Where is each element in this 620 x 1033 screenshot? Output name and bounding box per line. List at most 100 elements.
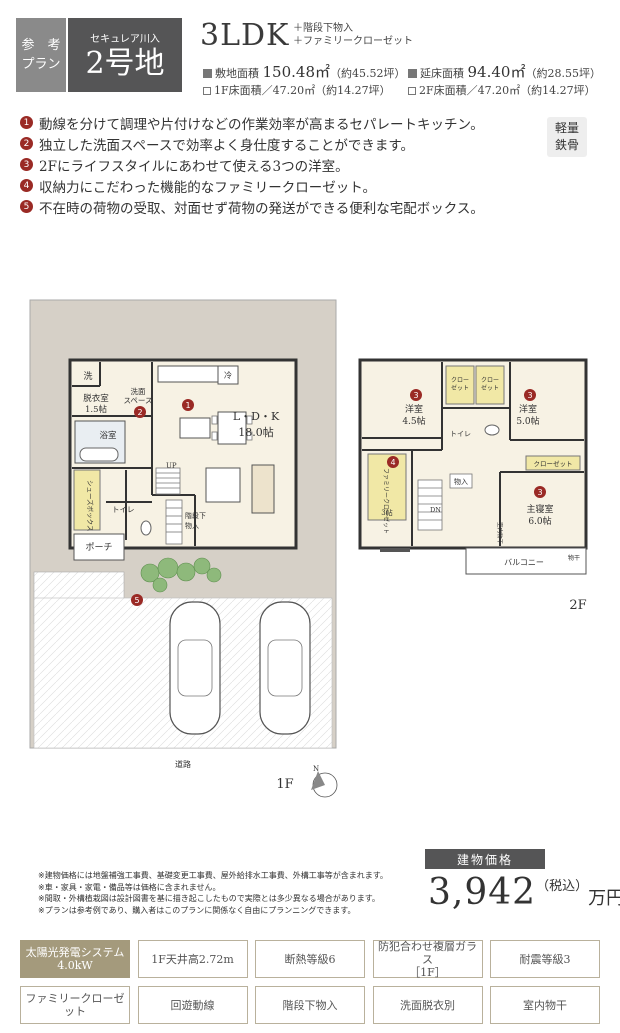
site-area-value: 150.48㎡ <box>262 63 331 81</box>
washspace-label-1: 洗面 <box>131 386 146 396</box>
site-area: 敷地面積 150.48㎡（約45.52坪） <box>203 61 406 82</box>
room1-size: 4.5帖 <box>402 415 425 427</box>
under-stair-label-2: 物入 <box>185 521 199 530</box>
note-line: ※プランは参考例であり、購入者はこのプランに関係なく自由にプランニングできます。 <box>38 905 356 915</box>
number-badge-icon: 4 <box>20 179 33 192</box>
lot-name: 2号地 <box>85 45 165 81</box>
svg-text:3: 3 <box>413 391 418 400</box>
plan-header-block: 参 考 プラン セキュレア川入 2号地 <box>16 18 182 92</box>
dn-label: DN <box>430 506 441 514</box>
disclaimer-notes: ※建物価格には地盤補強工事費、基礎変更工事費、屋外給排水工事費、外構工事等が含ま… <box>38 870 388 916</box>
floor1-area: 1F床面積／47.20㎡（約14.27坪） <box>203 82 391 98</box>
car-right <box>259 601 311 735</box>
spec-tile-circulation: 回遊動線 <box>137 986 248 1024</box>
number-badge-icon: 3 <box>20 158 33 171</box>
svg-text:3: 3 <box>537 488 542 497</box>
empty-square-icon <box>203 87 211 95</box>
closet-b-label-1: クロー <box>481 377 499 384</box>
price-value: 3,942 <box>428 872 537 913</box>
layout-type: 3LDK <box>200 18 290 53</box>
storage-label: 物入 <box>454 477 468 486</box>
first-floor-plan: L・D・K 18.0帖 洗 脱衣室 1.5帖 洗面 スペース 浴室 冷 シューズ… <box>29 299 338 799</box>
marker-3-master: 3 <box>534 486 546 498</box>
svg-text:3: 3 <box>527 391 532 400</box>
note-line: ※間取・外構植栽図は設計図書を基に描き起こしたもので実際とは多少異なる場合があり… <box>38 894 380 903</box>
number-badge-icon: 5 <box>20 200 33 213</box>
price-unit: 万円 <box>588 888 620 909</box>
road-label: 道路 <box>175 759 191 769</box>
marker-1: 1 <box>182 399 194 411</box>
svg-text:2: 2 <box>137 408 142 417</box>
extra-under-stair: ＋階段下物入 <box>293 23 353 34</box>
note-line: ※建物価格には地盤補強工事費、基礎変更工事費、屋外給排水工事費、外構工事等が含ま… <box>38 871 388 880</box>
marker-5: 5 <box>131 594 143 606</box>
extra-family-closet: ＋ファミリークローゼット <box>293 36 413 47</box>
wash-label: 洗 <box>83 370 92 382</box>
svg-text:1: 1 <box>185 401 190 410</box>
closet-wide-label: クローゼット <box>534 459 573 468</box>
spec-tile-family-closet: ファミリークローゼット <box>20 986 130 1024</box>
number-badge-icon: 1 <box>20 116 33 129</box>
floor2-area: 2F床面積／47.20㎡（約14.27坪） <box>408 82 596 98</box>
spec-tile-insulation: 断熱等級6 <box>255 940 365 978</box>
price-tax: （税込） <box>536 879 589 894</box>
room2-size: 5.0帖 <box>516 415 539 427</box>
toilet-2f-label: トイレ <box>450 430 471 438</box>
floor-area-value: 94.40㎡ <box>467 63 526 81</box>
clothes-dry-label: 物干 <box>568 554 580 562</box>
fridge-label: 冷 <box>224 370 232 380</box>
porch-label: ポーチ <box>85 542 112 553</box>
family-closet-label: ファミリークローゼット <box>382 468 390 534</box>
empty-square-icon <box>408 87 416 95</box>
dressing-label: 脱衣室 <box>83 393 109 404</box>
layout-extras: ＋階段下物入 ＋ファミリークローゼット <box>293 22 413 48</box>
number-badge-icon: 2 <box>20 137 33 150</box>
spec-tile-seismic: 耐震等級3 <box>490 940 600 978</box>
marker-4: 4 <box>387 456 399 468</box>
closet-a-label-2: ゼット <box>451 384 469 392</box>
reference-plan-label: 参 考 プラン <box>16 18 66 92</box>
toilet-1f-label: トイレ <box>112 505 135 514</box>
porch <box>73 533 125 561</box>
structure-badge: 軽量 鉄骨 <box>547 117 587 157</box>
dressing-size: 1.5帖 <box>85 404 108 415</box>
lot-title-box: セキュレア川入 2号地 <box>66 18 182 92</box>
spec-tile-under-stair: 階段下物入 <box>255 986 365 1024</box>
bath-label: 浴室 <box>99 430 117 441</box>
ldk-label: L・D・K <box>233 410 280 423</box>
under-stair-label-1: 階段下 <box>185 511 206 520</box>
balcony-label: バルコニー <box>504 558 544 567</box>
floor-area: 延床面積 94.40㎡（約28.55坪） <box>408 61 601 82</box>
spec-tile-wash-separate: 洗面脱衣別 <box>372 986 483 1024</box>
note-line: ※車・家具・家電・備品等は価格に含まれません。 <box>38 882 221 892</box>
balcony <box>465 547 587 575</box>
master-size: 6.0帖 <box>528 515 551 527</box>
up-label: UP <box>166 462 177 470</box>
marker-3-room1: 3 <box>410 389 422 401</box>
floor2-label: 2F <box>569 598 586 613</box>
master-label: 主寝室 <box>526 503 553 515</box>
room2-label: 洋室 <box>519 403 537 415</box>
floor1-label: 1F <box>276 777 293 792</box>
second-floor-plan: 洋室 4.5帖 洋室 5.0帖 主寝室 6.0帖 クロー ゼット クロー ゼット… <box>358 358 588 613</box>
family-closet-size: 3帖 <box>381 508 392 517</box>
svg-text:5: 5 <box>134 596 139 605</box>
marker-2: 2 <box>134 406 146 418</box>
spec-tile-glass: 防犯合わせ複層ガラス［1F］ <box>372 940 483 979</box>
north-label: N <box>313 765 319 773</box>
washspace-label-2: スペース <box>123 396 152 405</box>
spec-tile-indoor-dry: 室内物干 <box>490 986 600 1024</box>
room1-label: 洋室 <box>405 403 423 415</box>
reference-label-line1: 参 考 <box>21 38 61 53</box>
filled-square-icon <box>203 69 212 78</box>
marker-3-room2: 3 <box>524 389 536 401</box>
ldk-size: 18.0帖 <box>238 426 274 439</box>
svg-text:4: 4 <box>390 458 395 467</box>
